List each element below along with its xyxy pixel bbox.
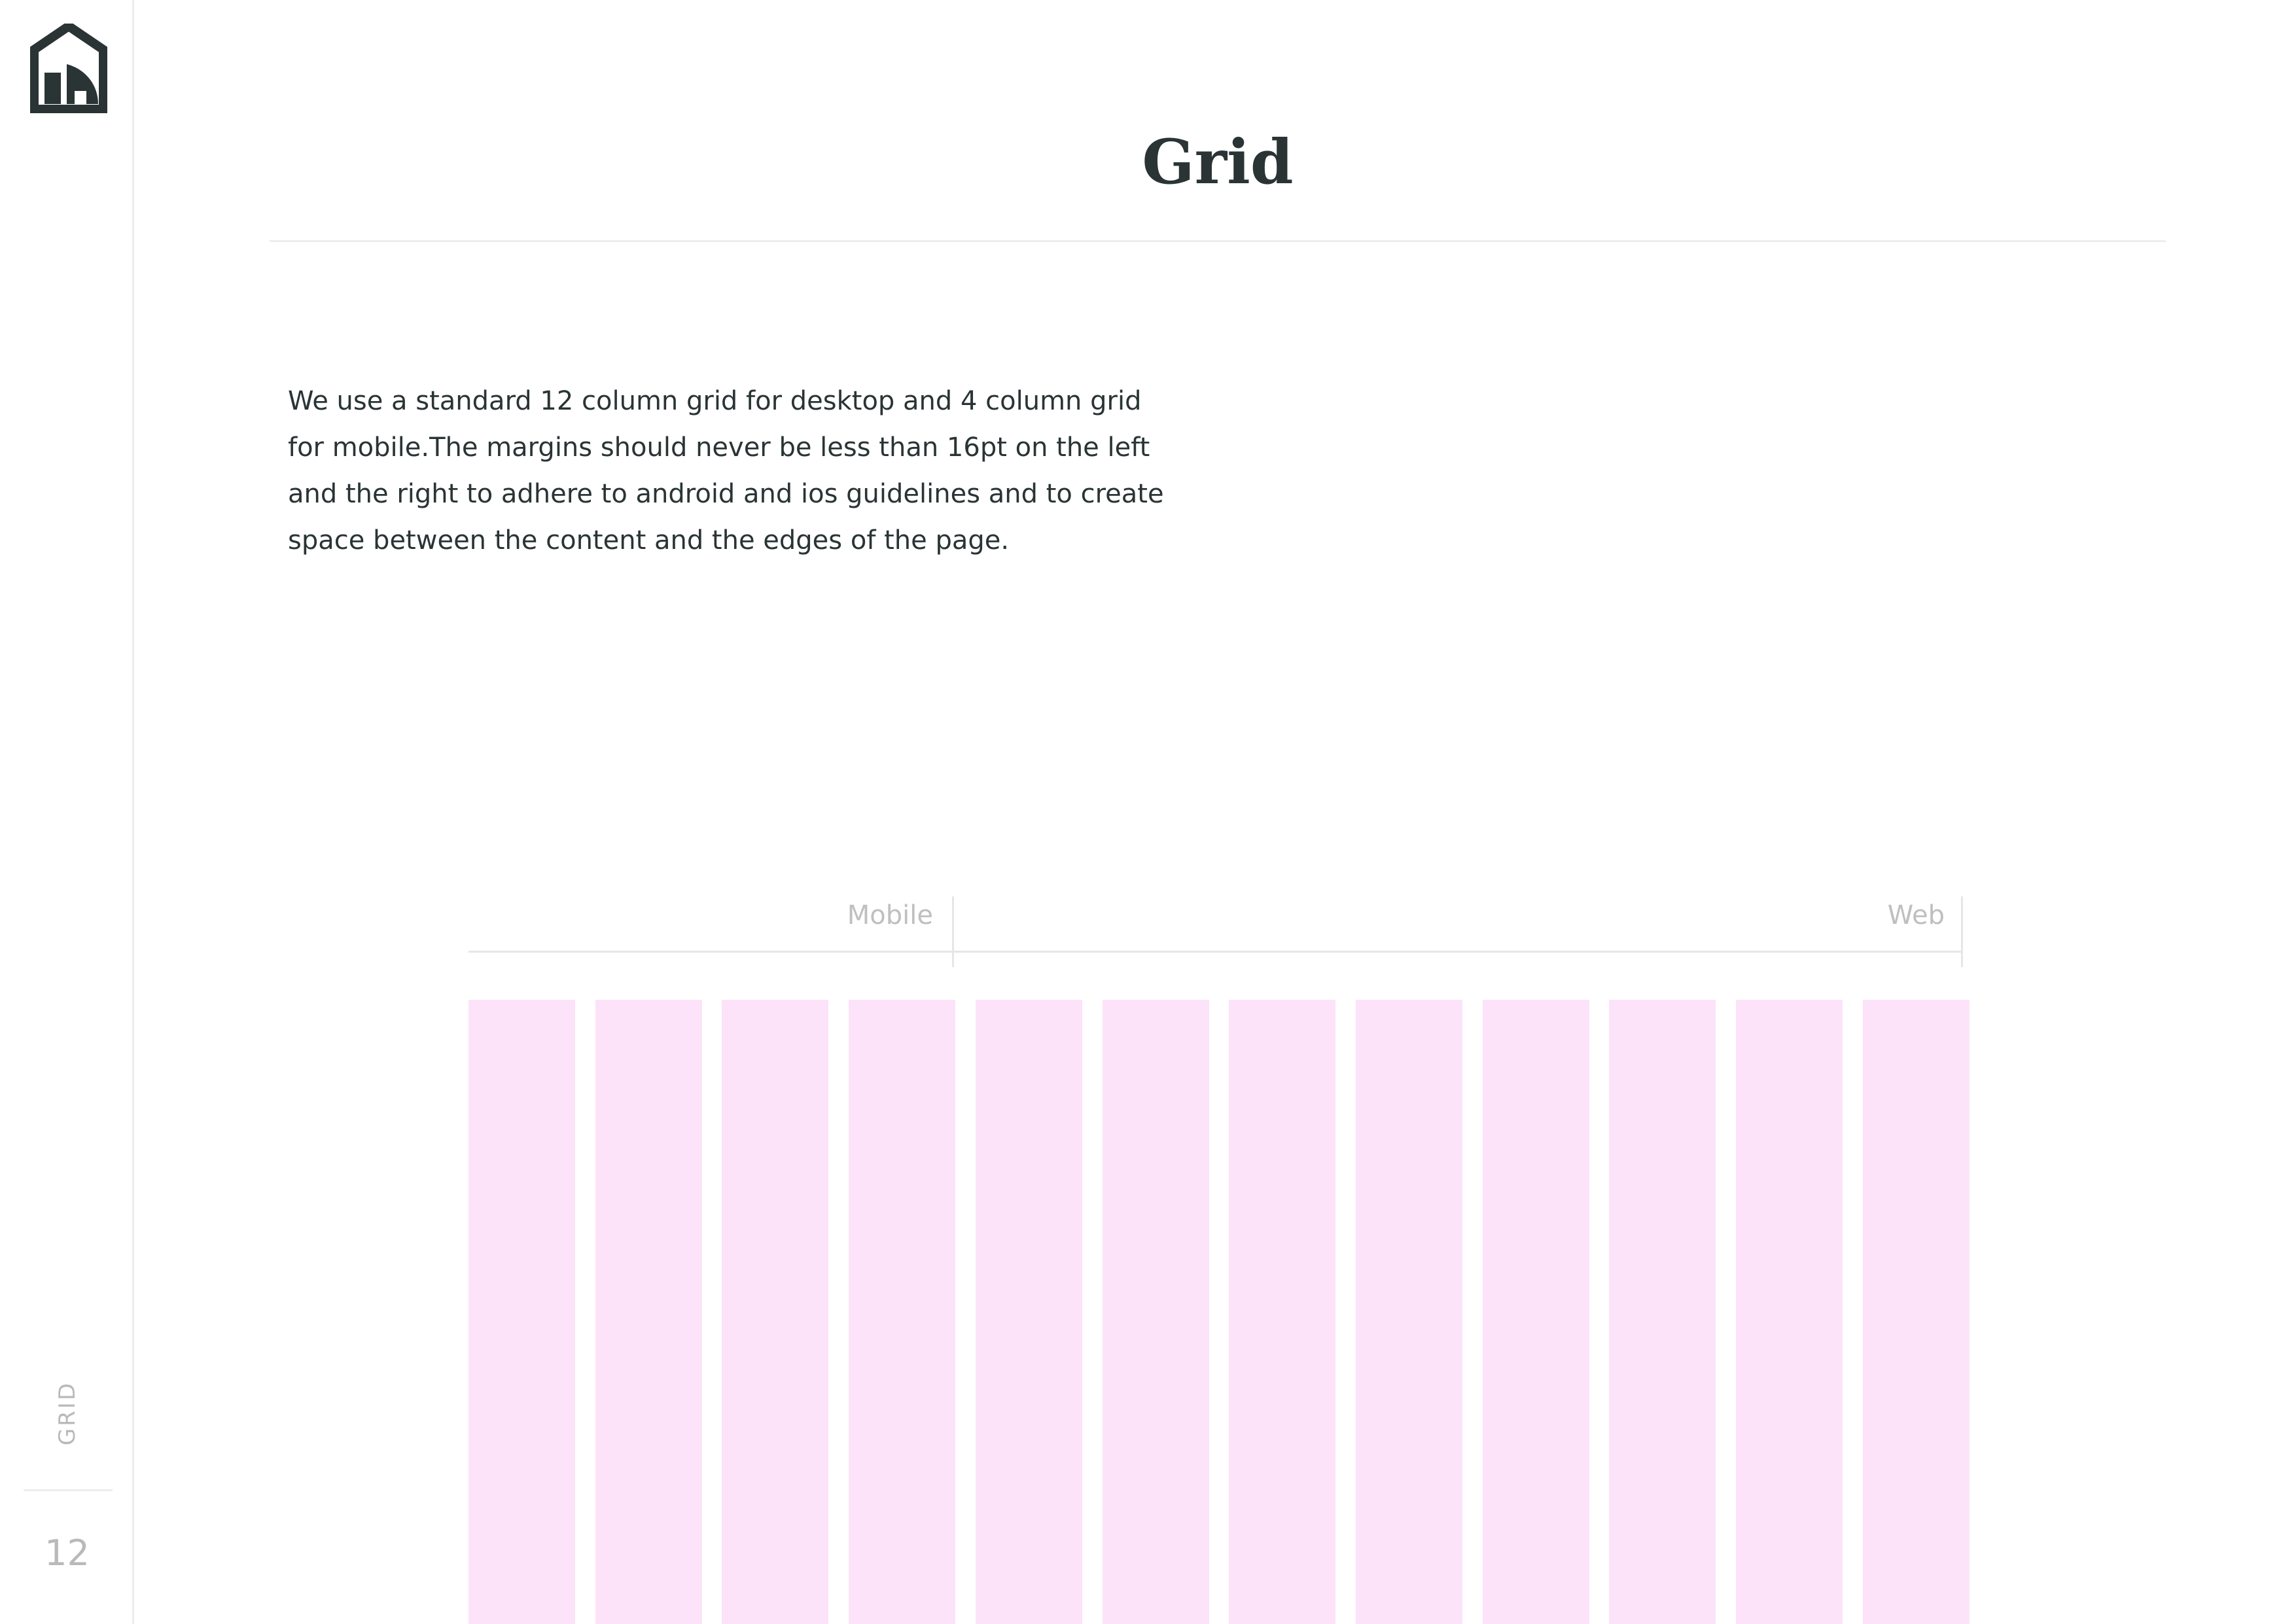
- body-paragraph: We use a standard 12 column grid for des…: [288, 378, 1191, 564]
- house-logo-icon: [30, 24, 107, 113]
- breakpoint-axis: [468, 951, 1963, 953]
- web-breakpoint-tick: [1961, 896, 1963, 967]
- grid-column: [1355, 1000, 1462, 1624]
- sidebar: GRID 12: [0, 0, 134, 1624]
- sidebar-divider: [24, 1489, 113, 1491]
- grid-column: [722, 1000, 829, 1624]
- grid-column: [1102, 1000, 1209, 1624]
- grid-column: [468, 1000, 575, 1624]
- header-divider: [270, 240, 2166, 242]
- body-line: for mobile.The margins should never be l…: [288, 432, 1150, 463]
- body-line: and the right to adhere to android and i…: [288, 479, 1164, 509]
- grid-column: [1229, 1000, 1336, 1624]
- grid-column: [1736, 1000, 1843, 1624]
- mobile-breakpoint-tick: [952, 896, 954, 967]
- body-line: We use a standard 12 column grid for des…: [288, 386, 1142, 416]
- page-number: 12: [44, 1532, 90, 1574]
- grid-column: [595, 1000, 702, 1624]
- mobile-breakpoint-label: Mobile: [847, 900, 933, 930]
- grid-columns: [468, 1000, 1969, 1624]
- grid-column: [1482, 1000, 1589, 1624]
- grid-column: [849, 1000, 956, 1624]
- page-title: Grid: [1142, 126, 1294, 198]
- grid-column: [1862, 1000, 1969, 1624]
- grid-column: [975, 1000, 1082, 1624]
- grid-column: [1609, 1000, 1716, 1624]
- body-line: space between the content and the edges …: [288, 525, 1010, 556]
- section-label: GRID: [54, 1381, 80, 1446]
- web-breakpoint-label: Web: [1887, 900, 1945, 930]
